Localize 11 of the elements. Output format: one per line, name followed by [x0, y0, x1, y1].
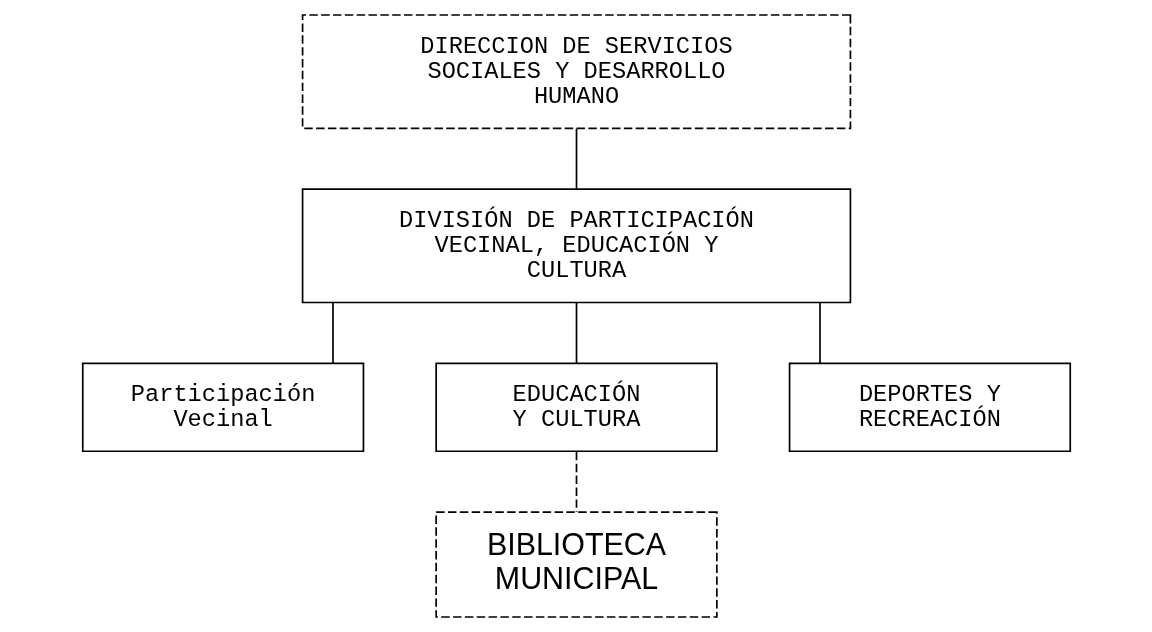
connector	[331, 301, 334, 364]
connector	[818, 301, 821, 364]
node-box: DIVISIÓN DE PARTICIPACIÓN VECINAL, EDUCACIÓN Y CULTURA	[301, 188, 851, 304]
node-box: DEPORTES Y RECREACIÓN	[788, 362, 1071, 453]
node-box: Participación Vecinal	[81, 362, 364, 453]
node-box: DIRECCION DE SERVICIOS SOCIALES Y DESARROLLO HUMANO	[301, 14, 851, 130]
node-box: BIBLIOTECA MUNICIPAL	[434, 511, 718, 618]
connector	[575, 127, 577, 190]
connector	[575, 301, 577, 364]
node-box: EDUCACIÓN Y CULTURA	[434, 362, 718, 453]
connector	[575, 451, 577, 513]
